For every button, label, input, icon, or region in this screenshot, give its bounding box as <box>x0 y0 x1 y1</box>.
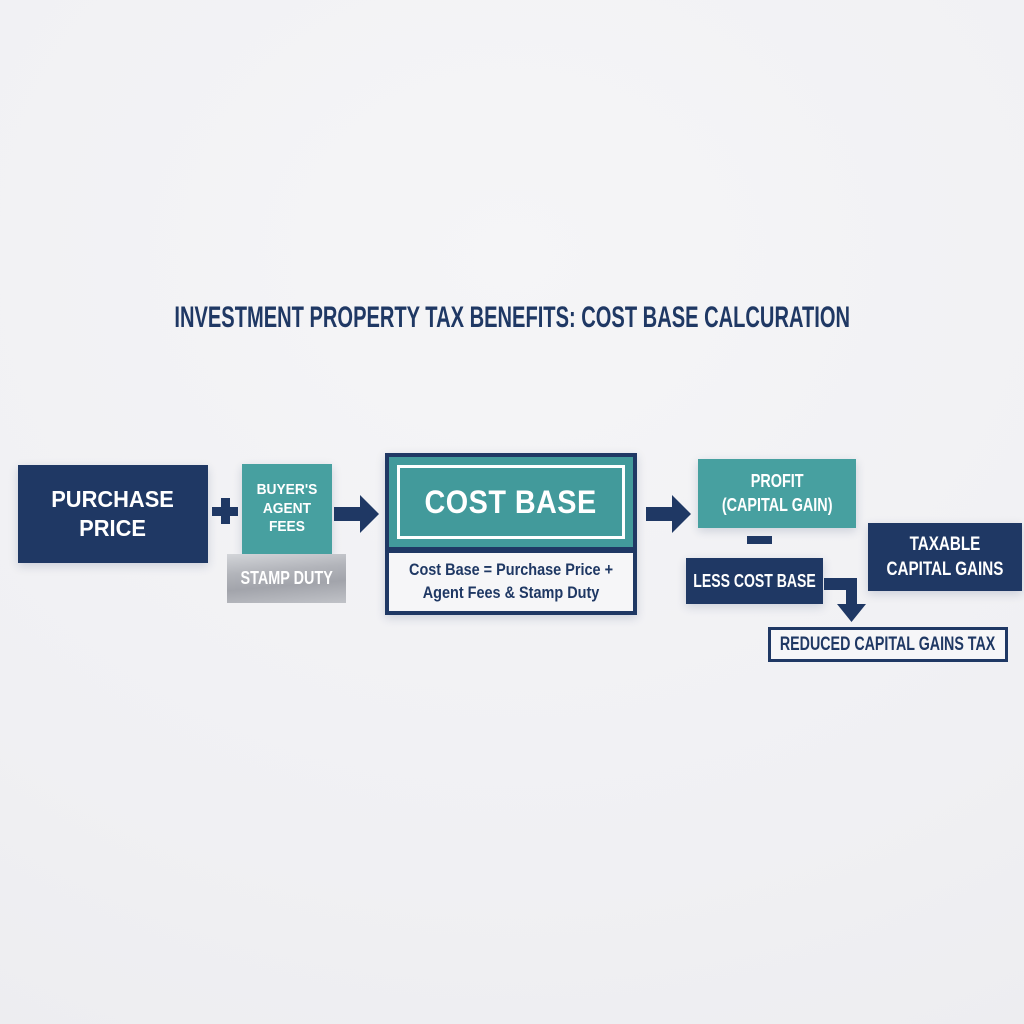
stamp-duty-label: STAMP DUTY <box>240 568 333 588</box>
cost-base-formula-line1: Cost Base = Purchase Price + <box>408 560 614 580</box>
buyers-agent-fees-box: BUYER'S AGENT FEES <box>242 464 332 554</box>
cost-base-inner-frame: COST BASE <box>397 465 625 539</box>
minus-operator-icon <box>747 536 772 544</box>
taxable-line2: CAPITAL GAINS <box>886 558 1004 580</box>
reduced-capital-gains-tax-box: REDUCED CAPITAL GAINS TAX <box>768 627 1008 662</box>
profit-line1: PROFIT <box>750 471 804 492</box>
purchase-price-line1: PURCHASE <box>51 486 175 513</box>
cost-base-divider <box>389 547 633 553</box>
reduced-capital-gains-tax-label: REDUCED CAPITAL GAINS TAX <box>780 633 996 655</box>
elbow-arrow-down-icon <box>824 578 866 622</box>
cost-base-formula: Cost Base = Purchase Price + Agent Fees … <box>389 553 633 611</box>
plus-operator-icon <box>212 498 238 524</box>
purchase-price-line2: PRICE <box>79 515 147 541</box>
profit-capital-gain-box: PROFIT (CAPITAL GAIN) <box>698 459 856 528</box>
buyers-agent-fees-line3: FEES <box>268 519 305 536</box>
less-cost-base-label: LESS COST BASE <box>693 570 816 591</box>
less-cost-base-box: LESS COST BASE <box>686 558 823 604</box>
plus-vertical-bar <box>220 498 230 524</box>
cost-base-box: COST BASE Cost Base = Purchase Price + A… <box>385 453 637 615</box>
arrow-right-icon <box>334 495 379 533</box>
profit-line2: (CAPITAL GAIN) <box>721 494 833 515</box>
cost-base-formula-line2: Agent Fees & Stamp Duty <box>422 583 600 602</box>
page-title-text: INVESTMENT PROPERTY TAX BENEFITS: COST B… <box>174 301 850 334</box>
taxable-capital-gains-box: TAXABLE CAPITAL GAINS <box>868 523 1022 591</box>
cost-base-header: COST BASE <box>389 457 633 547</box>
buyers-agent-fees-line1: BUYER'S <box>256 481 318 498</box>
purchase-price-box: PURCHASE PRICE <box>18 465 208 563</box>
cost-base-heading: COST BASE <box>424 483 598 520</box>
arrow-right-icon <box>646 495 691 533</box>
taxable-line1: TAXABLE <box>909 532 981 555</box>
stamp-duty-box: STAMP DUTY <box>227 554 346 603</box>
buyers-agent-fees-line2: AGENT <box>262 500 312 517</box>
page-title: INVESTMENT PROPERTY TAX BENEFITS: COST B… <box>0 301 1024 335</box>
